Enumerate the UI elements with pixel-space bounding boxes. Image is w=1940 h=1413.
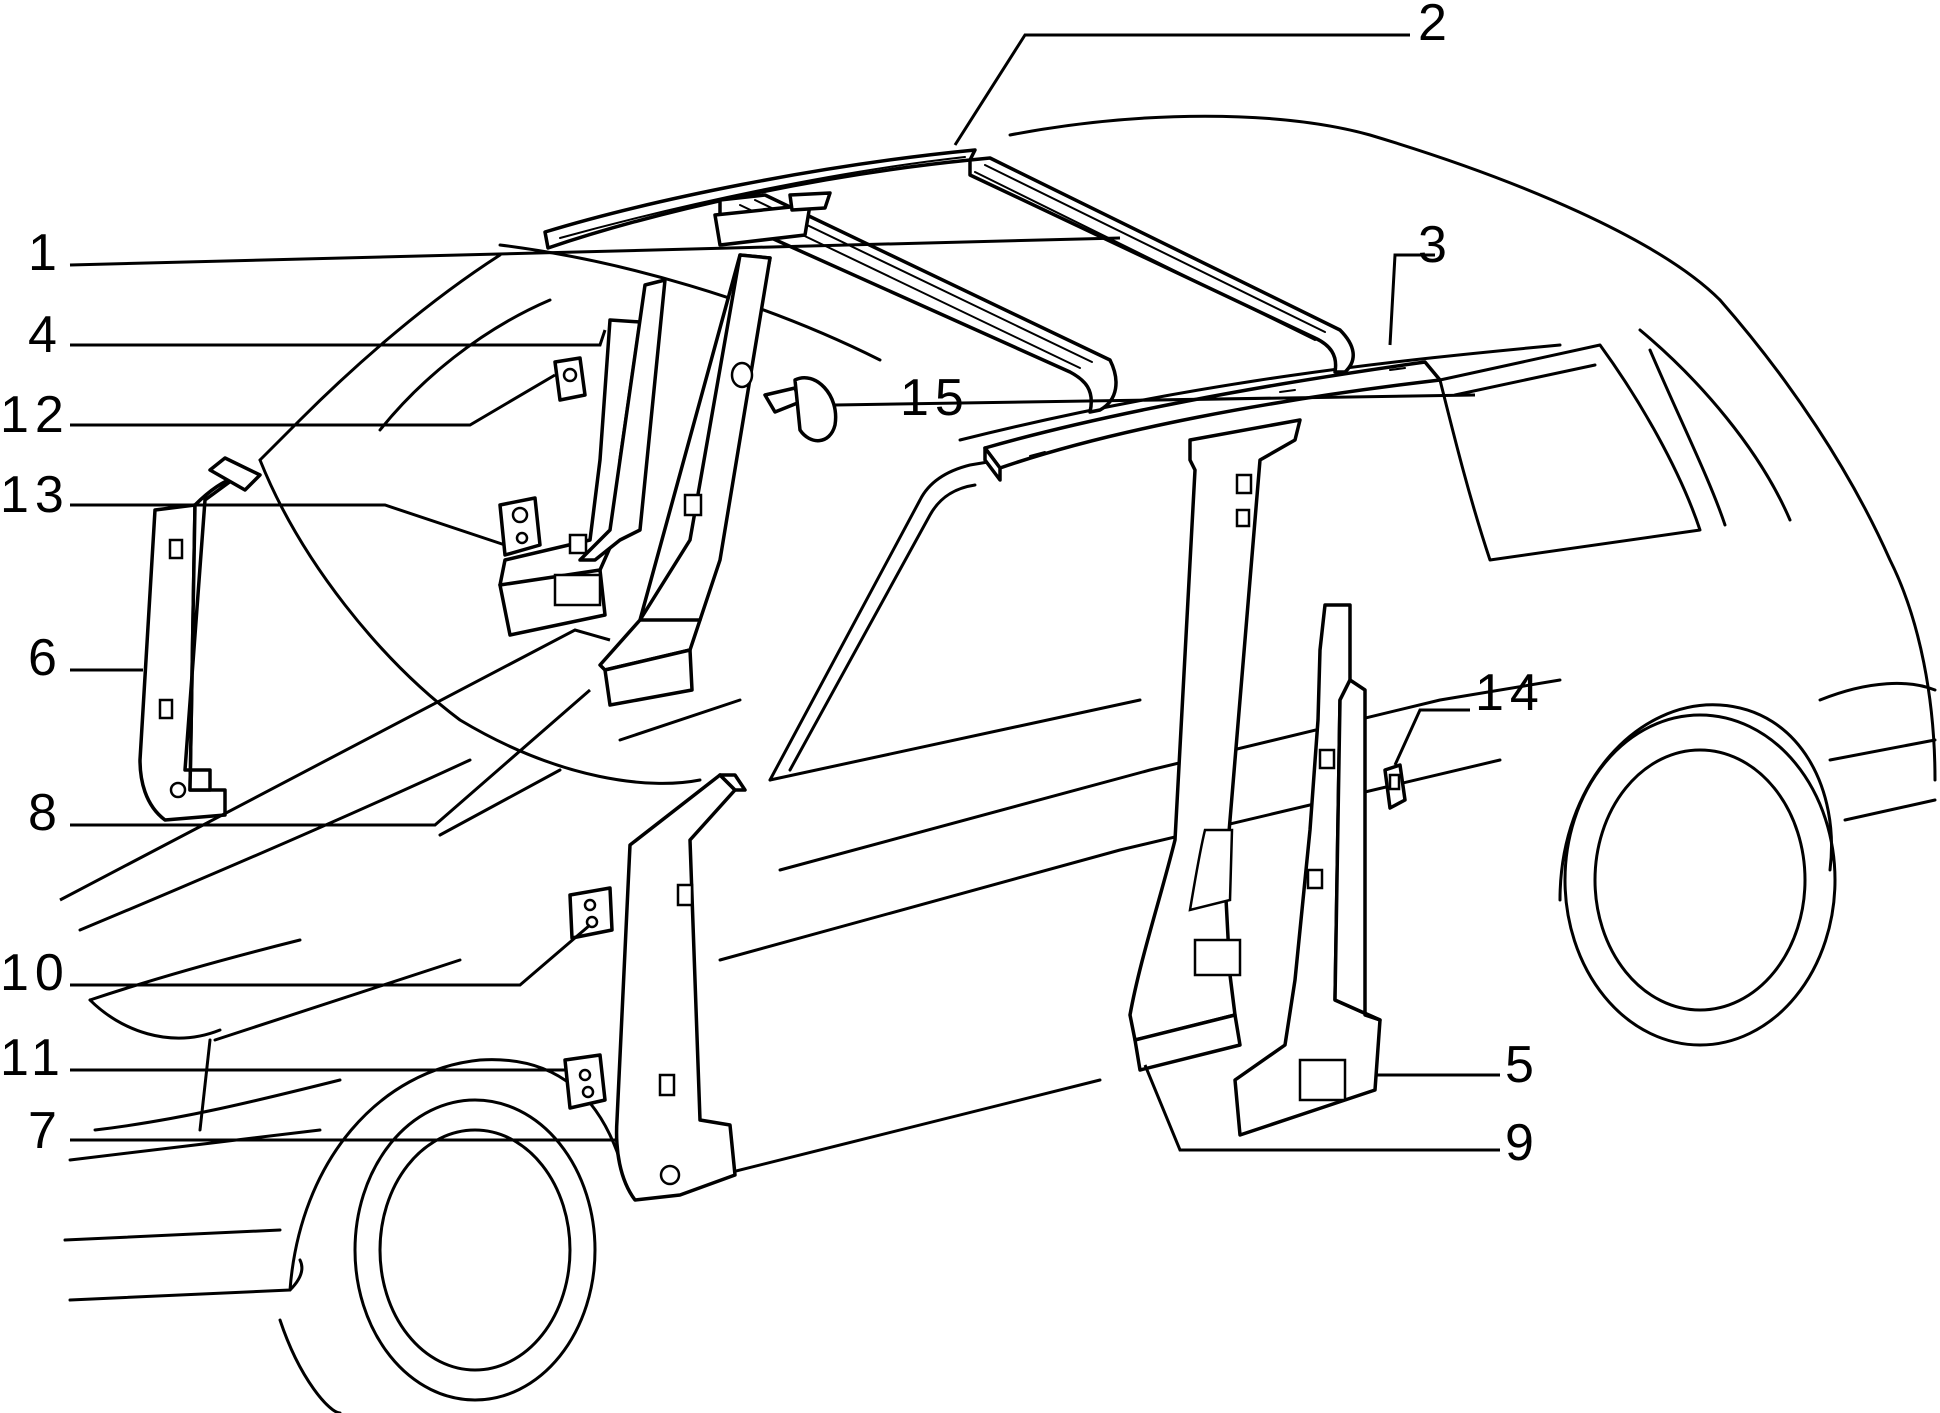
callout-3: 3 xyxy=(1418,216,1453,274)
part-roof-header-rear xyxy=(983,360,1442,482)
part-door-pillar-front xyxy=(614,773,747,1202)
part-b-pillar-trim xyxy=(1128,418,1302,1072)
part-push-pin xyxy=(763,376,838,443)
callout-9: 9 xyxy=(1505,1114,1540,1172)
part-bracket-13 xyxy=(498,496,542,557)
callout-4: 4 xyxy=(28,306,63,364)
part-roof-cross-members xyxy=(713,156,1355,414)
part-clip-14 xyxy=(1383,763,1407,810)
callout-11: 11 xyxy=(0,1029,66,1087)
callout-15: 15 xyxy=(900,369,970,427)
part-windshield-trim xyxy=(138,456,262,822)
callout-12: 12 xyxy=(0,386,70,444)
callout-13: 13 xyxy=(0,466,70,524)
callout-7: 7 xyxy=(28,1102,63,1160)
part-clip-10 xyxy=(568,886,614,940)
part-a-pillar-trim xyxy=(498,278,667,637)
part-c-pillar-trim xyxy=(1233,603,1382,1137)
part-clip-11 xyxy=(563,1053,607,1110)
callout-labels: 2 1 3 4 12 13 15 6 14 8 10 5 11 7 9 xyxy=(0,0,1545,1172)
part-a-pillar-outer xyxy=(598,253,772,707)
part-clip-12 xyxy=(553,356,587,402)
leader-lines xyxy=(59,33,1500,1152)
callout-14: 14 xyxy=(1475,664,1545,722)
callout-6: 6 xyxy=(28,629,63,687)
callout-8: 8 xyxy=(28,784,63,842)
callout-5: 5 xyxy=(1505,1036,1540,1094)
callout-10: 10 xyxy=(0,944,70,1002)
callout-2: 2 xyxy=(1418,0,1453,52)
callout-1: 1 xyxy=(28,224,63,282)
car-body-outline xyxy=(63,114,1937,1413)
